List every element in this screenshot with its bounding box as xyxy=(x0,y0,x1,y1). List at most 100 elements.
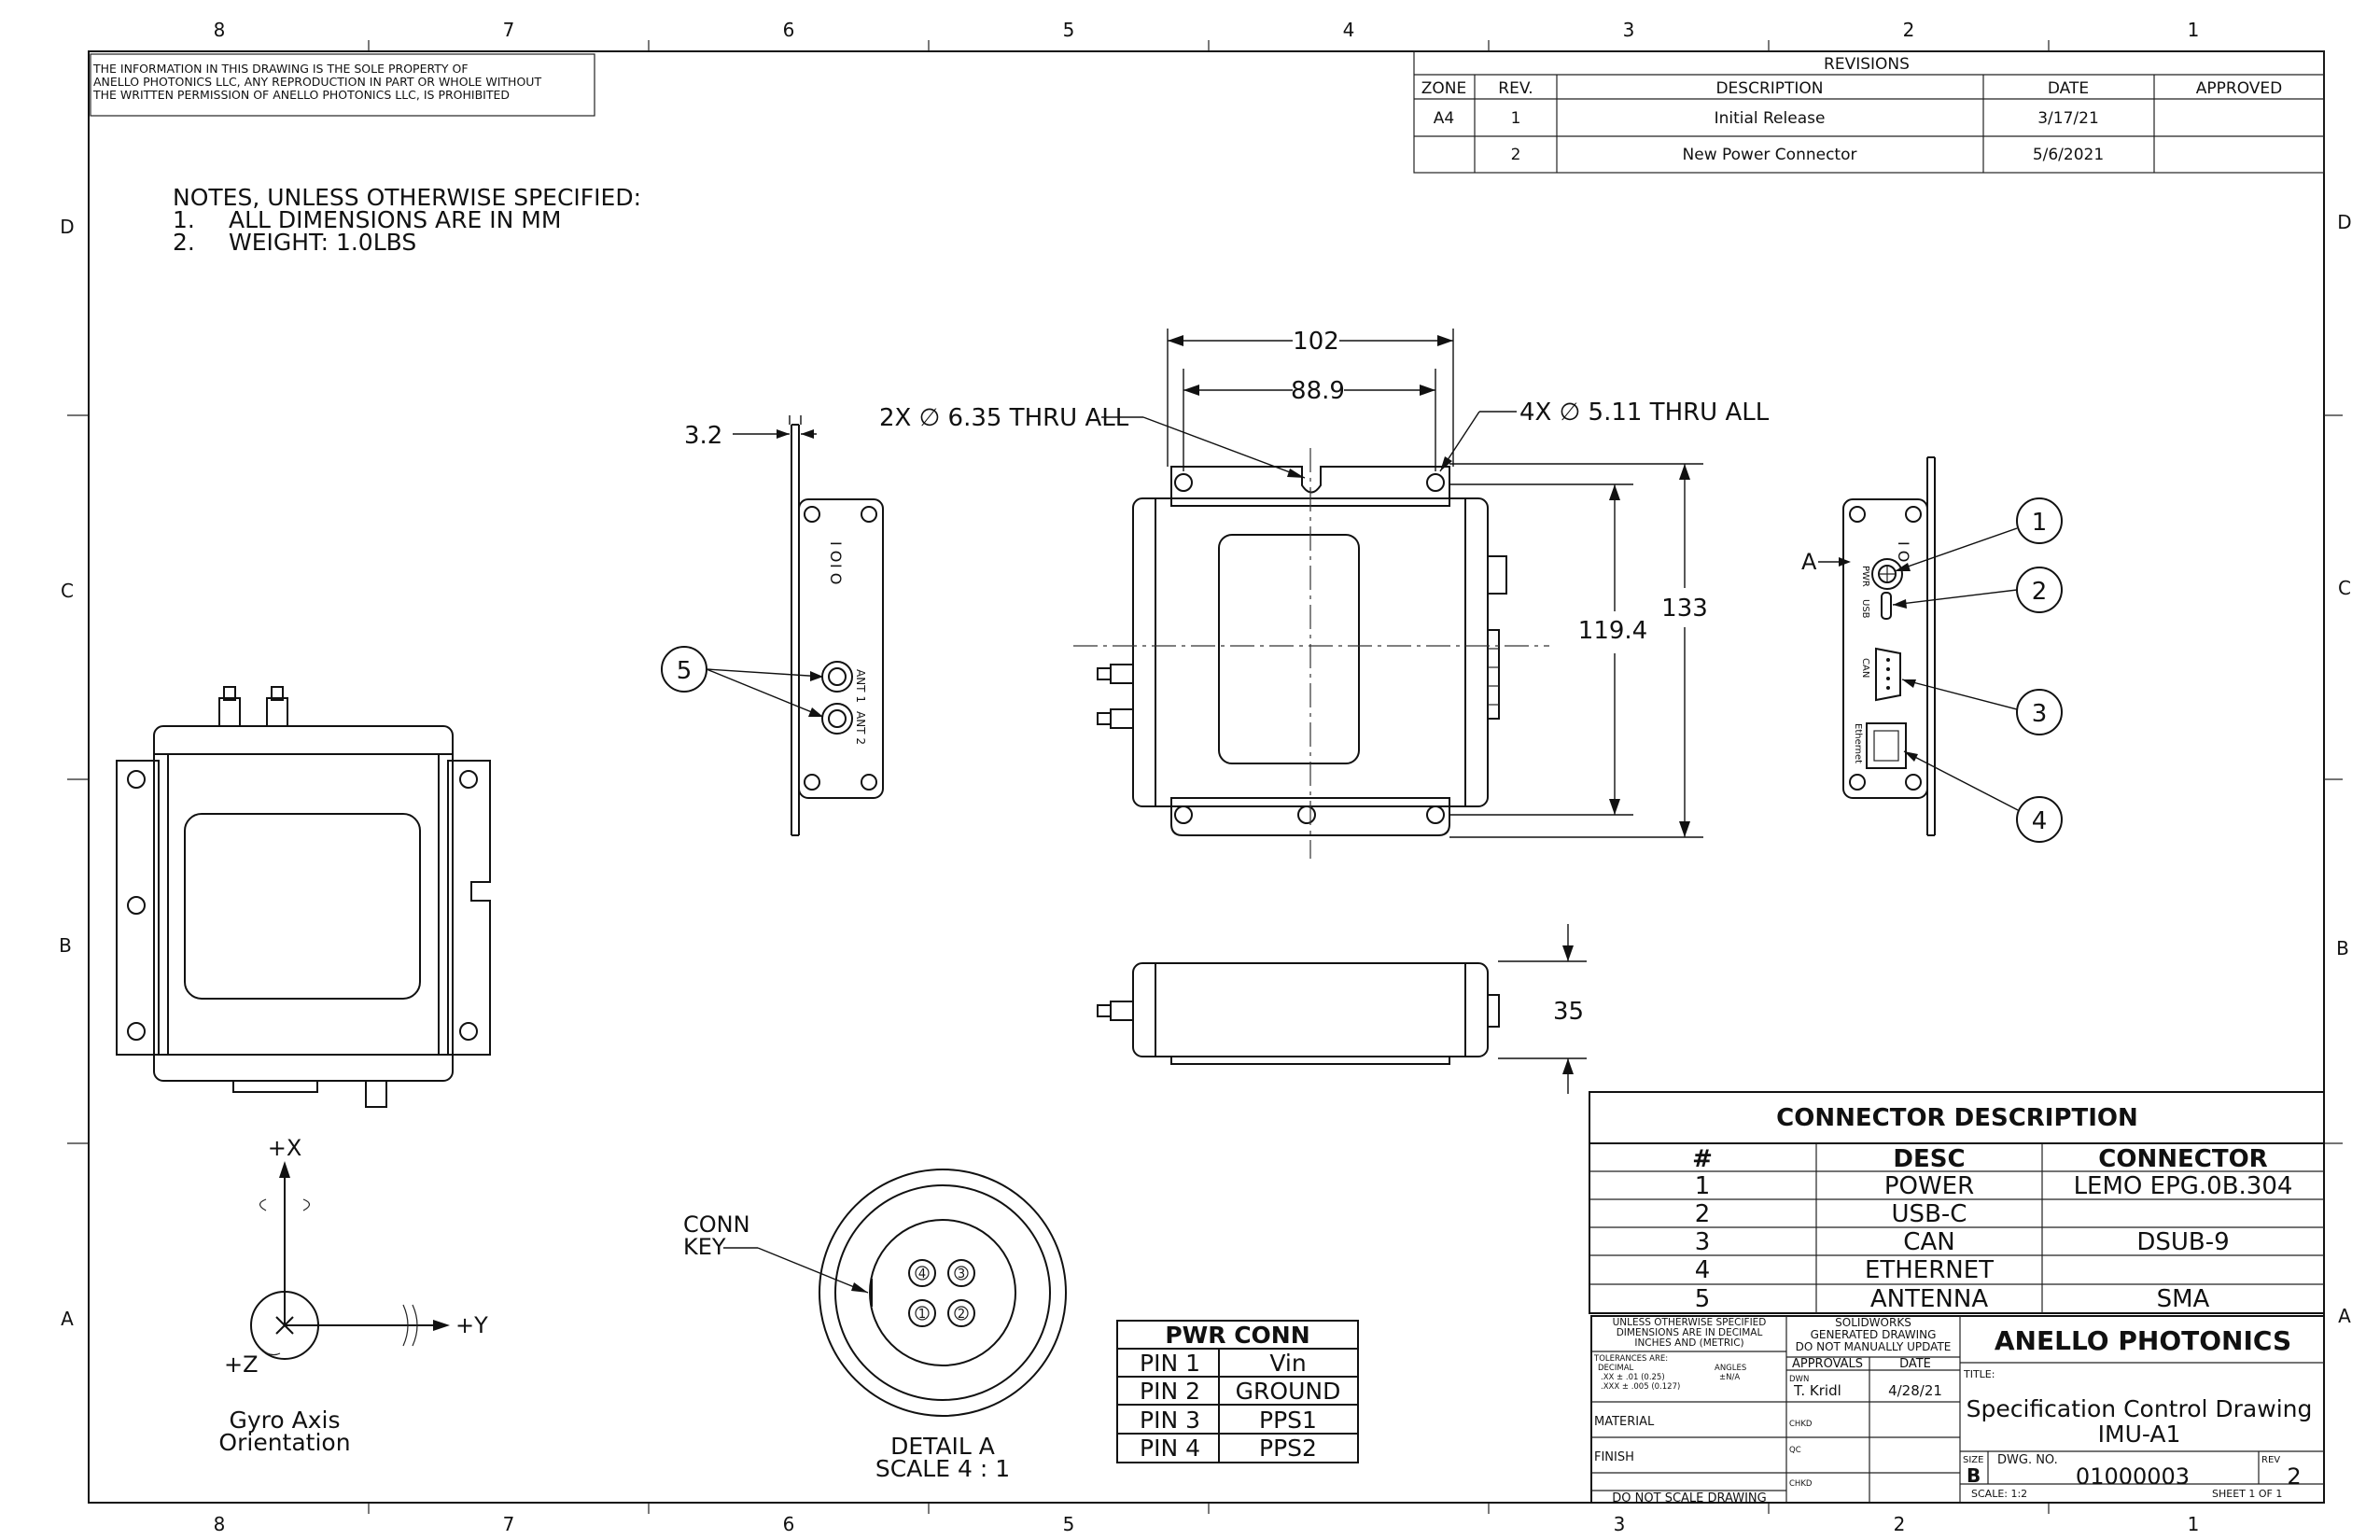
chkd-label-1: CHKD xyxy=(1789,1420,1813,1429)
front-view xyxy=(1073,448,1549,859)
axis-caption-line-2: Orientation xyxy=(218,1429,350,1456)
zone-col-2-bottom: 2 xyxy=(1894,1513,1906,1535)
detail-label: DETAIL A xyxy=(890,1433,995,1460)
balloon-2-text: 2 xyxy=(2032,578,2048,606)
pwr-conn-table: PWR CONN PIN 1 Vin PIN 2 GROUND PIN 3 PP… xyxy=(1116,1320,1359,1463)
dim-hole-spacing-88-9: 88.9 xyxy=(1183,369,1436,471)
connector-header-connector: CONNECTOR xyxy=(2098,1145,2267,1173)
balloon-4-text: 4 xyxy=(2032,807,2048,835)
approvals-date-label: DATE xyxy=(1899,1357,1931,1371)
finish-label: FINISH xyxy=(1594,1450,1634,1464)
chkd-label-2: CHKD xyxy=(1789,1479,1813,1489)
connector-row-5-part: SMA xyxy=(2157,1285,2210,1313)
title-line-2: IMU-A1 xyxy=(2098,1421,2181,1448)
balloon-1-text: 1 xyxy=(2032,509,2048,537)
rev-label: REV xyxy=(2261,1455,2280,1465)
sma-connector-iso xyxy=(218,686,288,727)
qc-label: QC xyxy=(1789,1446,1801,1455)
proprietary-notice-box xyxy=(90,53,595,117)
detail-ref-letter: A xyxy=(1801,549,1817,575)
rev-header-approved: APPROVED xyxy=(2196,79,2283,98)
label-io-2: I O xyxy=(827,564,845,584)
connector-row-3-num: 3 xyxy=(1695,1228,1711,1256)
title-block: UNLESS OTHERWISE SPECIFIED DIMENSIONS AR… xyxy=(1590,1315,2325,1505)
connector-row-1-desc: POWER xyxy=(1884,1172,1974,1200)
detail-pin-3: 3 xyxy=(958,1267,965,1281)
connector-header-num: # xyxy=(1692,1145,1713,1173)
gyro-axis-diagram: +X +Y +Z Gyro Axis Orientation xyxy=(218,1135,488,1456)
zone-col-3: 3 xyxy=(1623,19,1635,41)
rev-row-2-date: 5/6/2021 xyxy=(2033,146,2104,164)
label-io-3: I O xyxy=(1895,541,1912,562)
bottom-view xyxy=(1097,962,1500,1065)
pwr-pin-3-label: PIN 3 xyxy=(1140,1407,1200,1434)
hole-callout: 4X ∅ 5.11 THRU ALL xyxy=(1439,399,1770,472)
rev-row-2-description: New Power Connector xyxy=(1683,146,1857,164)
title-label: TITLE: xyxy=(1963,1368,1995,1380)
tolerance-xx: .XX ± .01 (0.25) xyxy=(1601,1373,1665,1382)
notice-line-1: THE INFORMATION IN THIS DRAWING IS THE S… xyxy=(92,62,469,76)
generated-note-2: GENERATED DRAWING xyxy=(1811,1328,1937,1341)
rev-row-1-description: Initial Release xyxy=(1715,109,1826,128)
dim-width-102: 102 xyxy=(1167,328,1454,467)
label-ethernet: Ethernet xyxy=(1853,723,1863,763)
connector-description-table: CONNECTOR DESCRIPTION # DESC CONNECTOR 1… xyxy=(1589,1091,2325,1314)
zone-col-5: 5 xyxy=(1063,19,1075,41)
connector-row-4-desc: ETHERNET xyxy=(1865,1256,1994,1284)
dim-119-4: 119.4 xyxy=(1578,617,1647,645)
connector-row-1-num: 1 xyxy=(1695,1172,1711,1200)
label-usb: USB xyxy=(1860,599,1870,619)
note-1-number: 1. xyxy=(173,206,195,233)
detail-pin-4: 4 xyxy=(918,1267,926,1281)
dim-height-133: 133 xyxy=(1449,463,1708,838)
zone-col-3-bottom: 3 xyxy=(1614,1513,1626,1535)
notice-line-3: THE WRITTEN PERMISSION OF ANELLO PHOTONI… xyxy=(92,88,510,102)
zone-row-d-left: D xyxy=(60,216,74,238)
zone-col-2: 2 xyxy=(1903,19,1915,41)
pwr-pin-1-label: PIN 1 xyxy=(1140,1350,1200,1377)
side-view-connectors: I O PWR USB CAN Ethernet xyxy=(1842,456,1936,836)
tolerance-decimal: DECIMAL xyxy=(1598,1364,1634,1373)
company-name: ANELLO PHOTONICS xyxy=(1995,1325,2291,1356)
zone-labels-sides: D C B A D C B A xyxy=(59,211,2352,1330)
zone-row-d-right: D xyxy=(2337,211,2351,233)
side-view-antenna: I O I O ANT 1 ANT 2 xyxy=(791,424,884,836)
connector-header-desc: DESC xyxy=(1893,1145,1965,1173)
pwr-pin-2-value: GROUND xyxy=(1236,1378,1341,1405)
dwn-name: T. Kridl xyxy=(1793,1382,1841,1399)
balloon-4 xyxy=(2016,796,2063,843)
dim-3-2: 3.2 xyxy=(684,422,722,450)
note-1-text: ALL DIMENSIONS ARE IN MM xyxy=(229,206,561,233)
tolerance-xxx: .XXX ± .005 (0.127) xyxy=(1601,1382,1680,1392)
axis-caption-line-1: Gyro Axis xyxy=(229,1407,340,1434)
material-label: MATERIAL xyxy=(1594,1415,1655,1429)
rev-row-2-rev: 2 xyxy=(1511,146,1521,164)
rev-header-date: DATE xyxy=(2048,79,2089,98)
zone-row-a-right: A xyxy=(2338,1305,2351,1327)
dim-35: 35 xyxy=(1553,998,1584,1026)
dim-depth-35: 35 xyxy=(1498,924,1587,1094)
conn-key-line-2: KEY xyxy=(683,1234,726,1260)
dim-88-9: 88.9 xyxy=(1291,377,1345,405)
rev-row-1-zone: A4 xyxy=(1434,109,1454,128)
connector-row-3-part: DSUB-9 xyxy=(2136,1228,2229,1256)
balloon-3 xyxy=(2016,689,2063,735)
balloon-5-text: 5 xyxy=(677,657,693,685)
label-io-1: I O xyxy=(827,541,845,562)
zone-row-c-left: C xyxy=(61,580,74,602)
drawing-border xyxy=(88,50,2325,1504)
axis-x-label: +X xyxy=(268,1135,302,1161)
connector-row-5-desc: ANTENNA xyxy=(1870,1285,1988,1313)
notes-heading: NOTES, UNLESS OTHERWISE SPECIFIED: xyxy=(173,184,641,211)
dwg-no-label: DWG. NO. xyxy=(1997,1453,2058,1467)
balloons-connectors: 1 2 3 4 xyxy=(1892,497,2063,843)
zone-col-1: 1 xyxy=(2188,19,2200,41)
pwr-pin-1-value: Vin xyxy=(1269,1350,1306,1377)
zone-row-c-right: C xyxy=(2338,577,2351,599)
note-2-text: WEIGHT: 1.0LBS xyxy=(229,229,416,256)
dwn-label: DWN xyxy=(1789,1375,1809,1384)
approvals-label: APPROVALS xyxy=(1792,1357,1863,1371)
zone-col-7: 7 xyxy=(503,19,515,41)
pwr-pin-4-label: PIN 4 xyxy=(1140,1435,1200,1462)
